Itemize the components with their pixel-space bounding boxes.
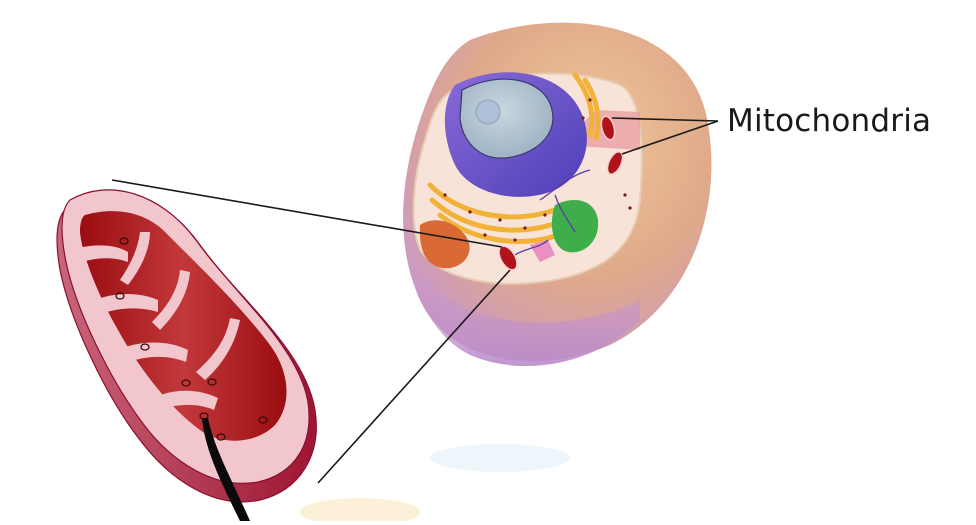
leader-line-mitochondria [611, 117, 719, 122]
leader-line-to-cell [317, 269, 511, 484]
mitochondria-label: Mitochondria [727, 103, 932, 139]
cell-mitochondrion [606, 151, 624, 175]
leader-lines [111, 117, 719, 484]
cell-mitochondrion [600, 115, 616, 141]
smudge [300, 498, 420, 525]
enlarged-mitochondrion [56, 189, 317, 521]
smudge [430, 444, 570, 472]
leader-line-to-cell [111, 179, 503, 248]
animal-cell [403, 22, 712, 367]
leader-line-mitochondria [621, 120, 719, 155]
